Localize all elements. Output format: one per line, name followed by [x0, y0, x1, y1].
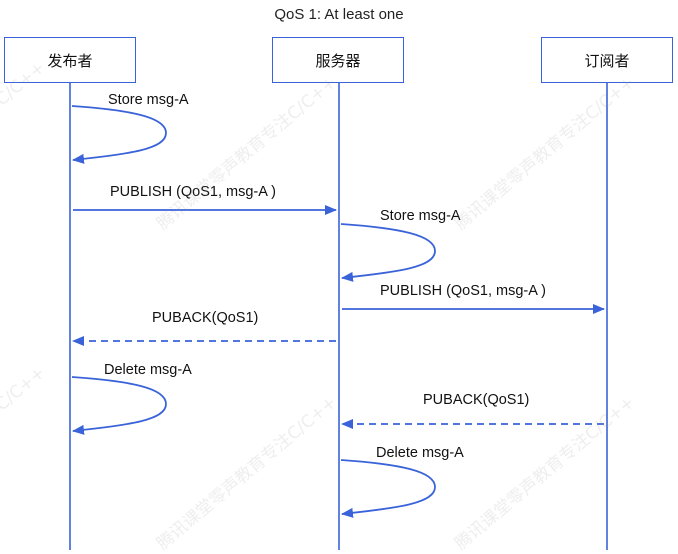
message-label-publish-to-server: PUBLISH (QoS1, msg-A ) — [110, 184, 276, 200]
message-arrow-8 — [340, 459, 436, 518]
diagram-title: QoS 1: At least one — [274, 6, 404, 23]
message-arrow-1 — [71, 105, 167, 164]
message-label-store-publisher: Store msg-A — [108, 92, 189, 108]
message-label-store-server: Store msg-A — [380, 208, 461, 224]
message-label-delete-server: Delete msg-A — [376, 445, 464, 461]
message-arrow-6 — [71, 376, 167, 435]
message-label-publish-to-subscriber: PUBLISH (QoS1, msg-A ) — [380, 283, 546, 299]
actor-publisher: 发布者 — [4, 37, 136, 83]
message-arrow-3 — [340, 223, 436, 282]
actor-server: 服务器 — [272, 37, 404, 83]
actor-subscriber: 订阅者 — [541, 37, 673, 83]
message-label-puback-to-server: PUBACK(QoS1) — [423, 392, 530, 408]
message-label-delete-publisher: Delete msg-A — [104, 362, 192, 378]
message-label-puback-to-publisher: PUBACK(QoS1) — [152, 310, 259, 326]
